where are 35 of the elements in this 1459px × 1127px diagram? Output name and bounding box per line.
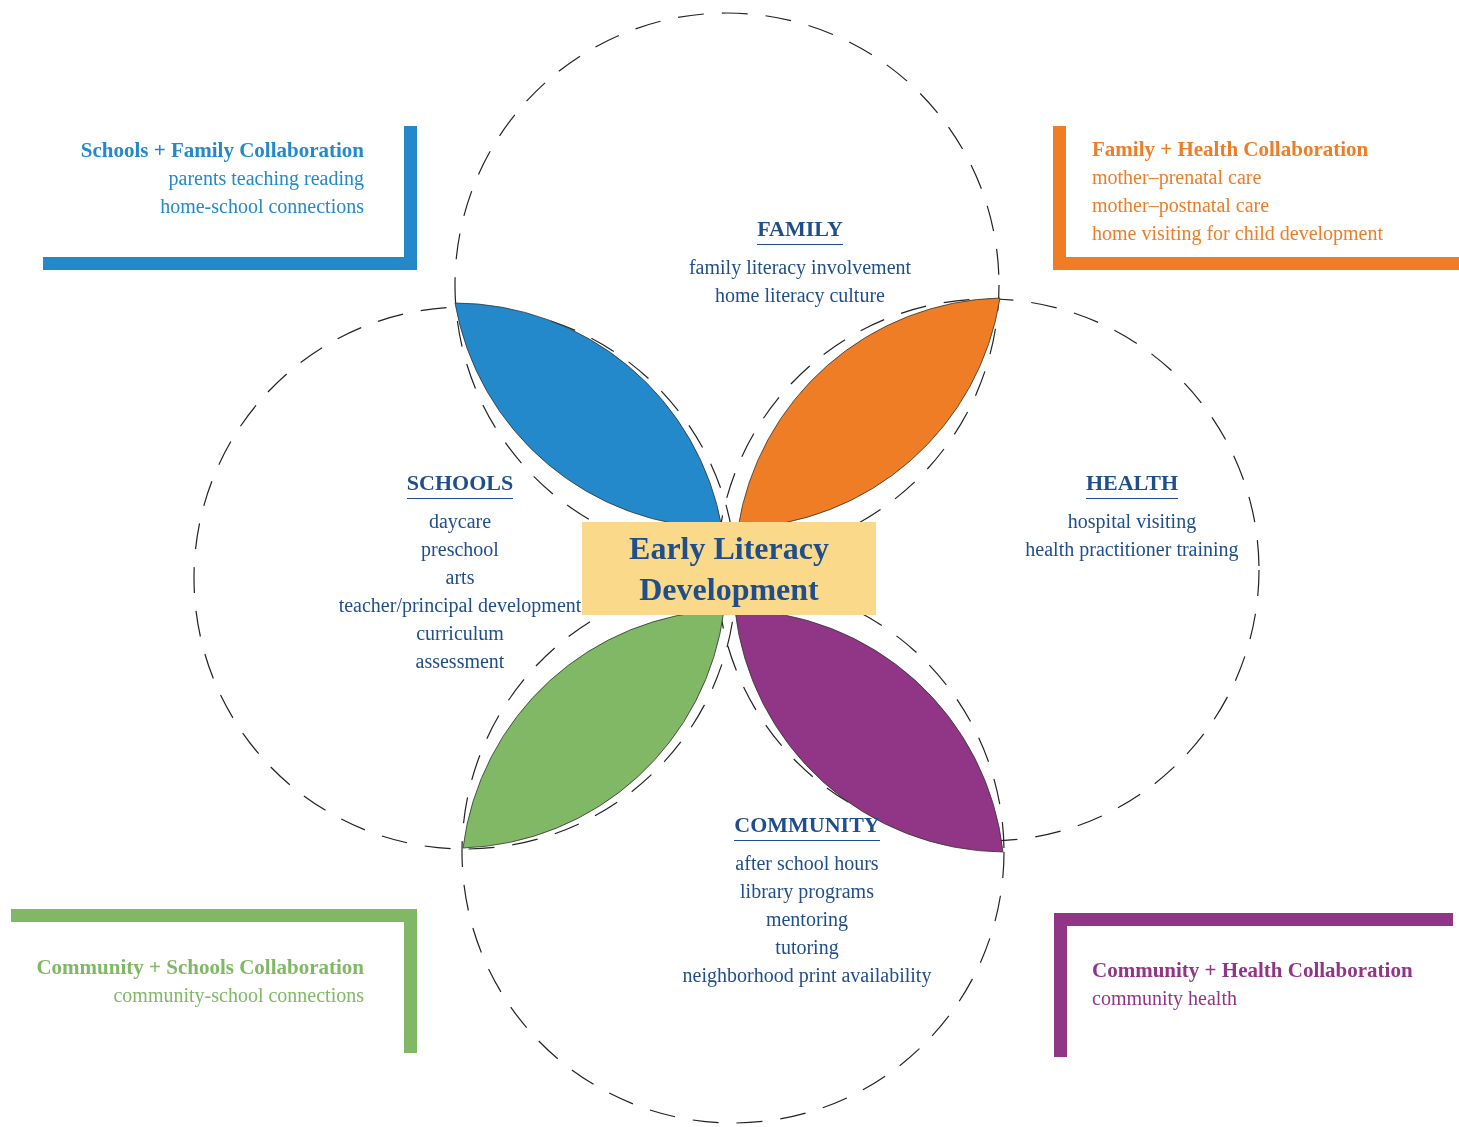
list-item: curriculum [416,621,504,646]
collaboration-heading: Community + Schools Collaboration [35,954,364,981]
list-item: library programs [740,879,874,905]
circle-heading: SCHOOLS [406,470,514,499]
list-item: tutoring [775,935,839,961]
corner-bracket [43,126,417,270]
collaboration-item: home-school connections [159,194,364,219]
list-item: teacher/principal development [338,593,582,619]
collaboration-item: community-school connections [112,983,364,1009]
list-item: hospital visiting [1067,509,1197,535]
circle-heading: HEALTH [1085,470,1179,499]
center-title: Early Literacy Development [628,528,830,609]
list-item: family literacy involvement [688,255,912,281]
list-item: mentoring [765,907,849,933]
circle-heading: FAMILY [757,216,843,245]
list-item: neighborhood print availability [682,963,932,989]
collaboration-item: mother–postnatal care [1092,193,1271,219]
list-item: daycare [428,509,492,535]
collaboration-item: home visiting for child development [1092,221,1385,247]
collaboration-item: parents teaching reading [167,166,364,192]
collaboration-heading: Community + Health Collaboration [1092,957,1414,984]
title-box [582,522,876,615]
list-item: health practitioner training [1025,537,1239,563]
list-item: arts [445,565,475,590]
corner-bracket [11,909,417,1053]
list-item: home literacy culture [715,283,885,309]
collaboration-heading: Schools + Family Collaboration [79,137,364,164]
list-item: assessment [415,649,505,674]
list-item: preschool [421,537,499,563]
collaboration-item: mother–prenatal care [1092,165,1263,191]
corner-bracket [1054,913,1453,1057]
corner-bracket [1053,126,1459,270]
collaboration-item: community health [1092,986,1238,1012]
list-item: after school hours [735,851,879,876]
collaboration-heading: Family + Health Collaboration [1092,136,1370,163]
